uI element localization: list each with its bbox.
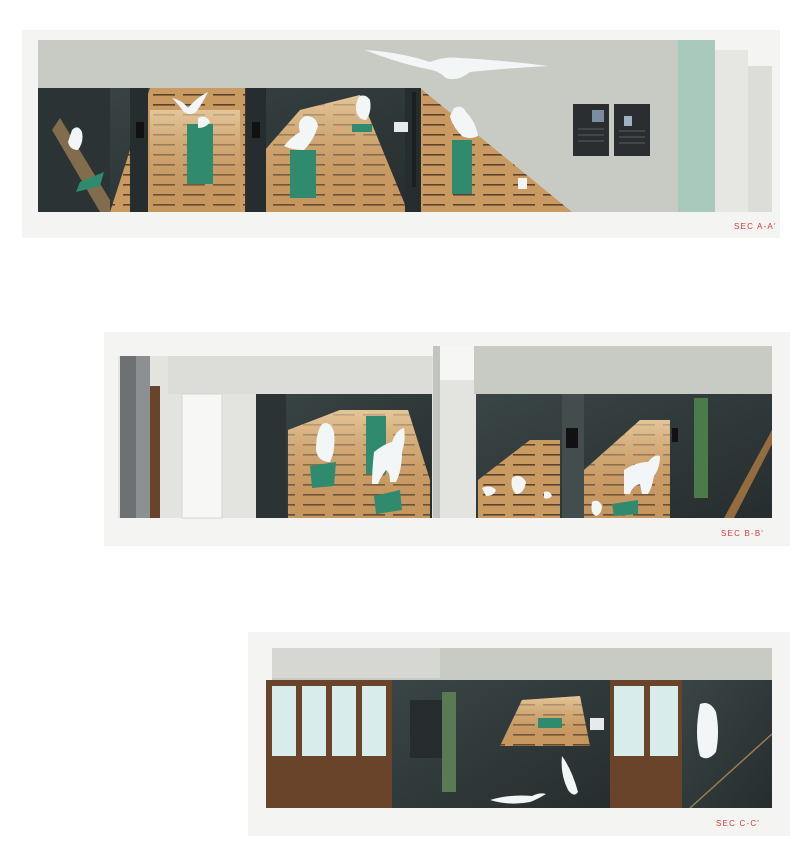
section-label-b: SEC B-B': [721, 529, 764, 538]
bird-icon: [511, 475, 526, 494]
bat-icon: [172, 92, 208, 114]
fish-icon: [561, 756, 578, 795]
info-panel: [410, 700, 442, 758]
side-wall: [745, 66, 772, 212]
eagle-icon: [284, 116, 318, 150]
mountain-goat-icon: [624, 455, 660, 494]
section-label-c: SEC C-C': [716, 819, 760, 828]
section-label-a: SEC A-A': [734, 222, 777, 231]
glazing: [272, 686, 386, 756]
section-c-elevation: [248, 632, 790, 836]
eagle-icon: [316, 423, 335, 462]
owl-icon: [365, 50, 548, 80]
cat-icon: [68, 127, 83, 150]
section-a-elevation: [22, 30, 780, 238]
forest-image-panel: [694, 398, 708, 498]
eagle-icon: [356, 95, 371, 120]
fish-icon: [490, 793, 546, 804]
section-b-elevation: [104, 332, 790, 546]
plinth: [187, 124, 213, 184]
wolf-icon: [372, 428, 405, 484]
mint-column: [675, 40, 715, 212]
rabbit-icon: [591, 500, 602, 516]
eagle-icon: [450, 106, 478, 138]
rabbit-icon: [482, 486, 496, 496]
eagle-icon: [697, 703, 718, 759]
door: [181, 393, 223, 519]
bird-icon: [544, 491, 552, 499]
bird-icon: [198, 116, 210, 128]
forest-image-panel: [442, 692, 456, 792]
timber-panel: [150, 386, 160, 518]
